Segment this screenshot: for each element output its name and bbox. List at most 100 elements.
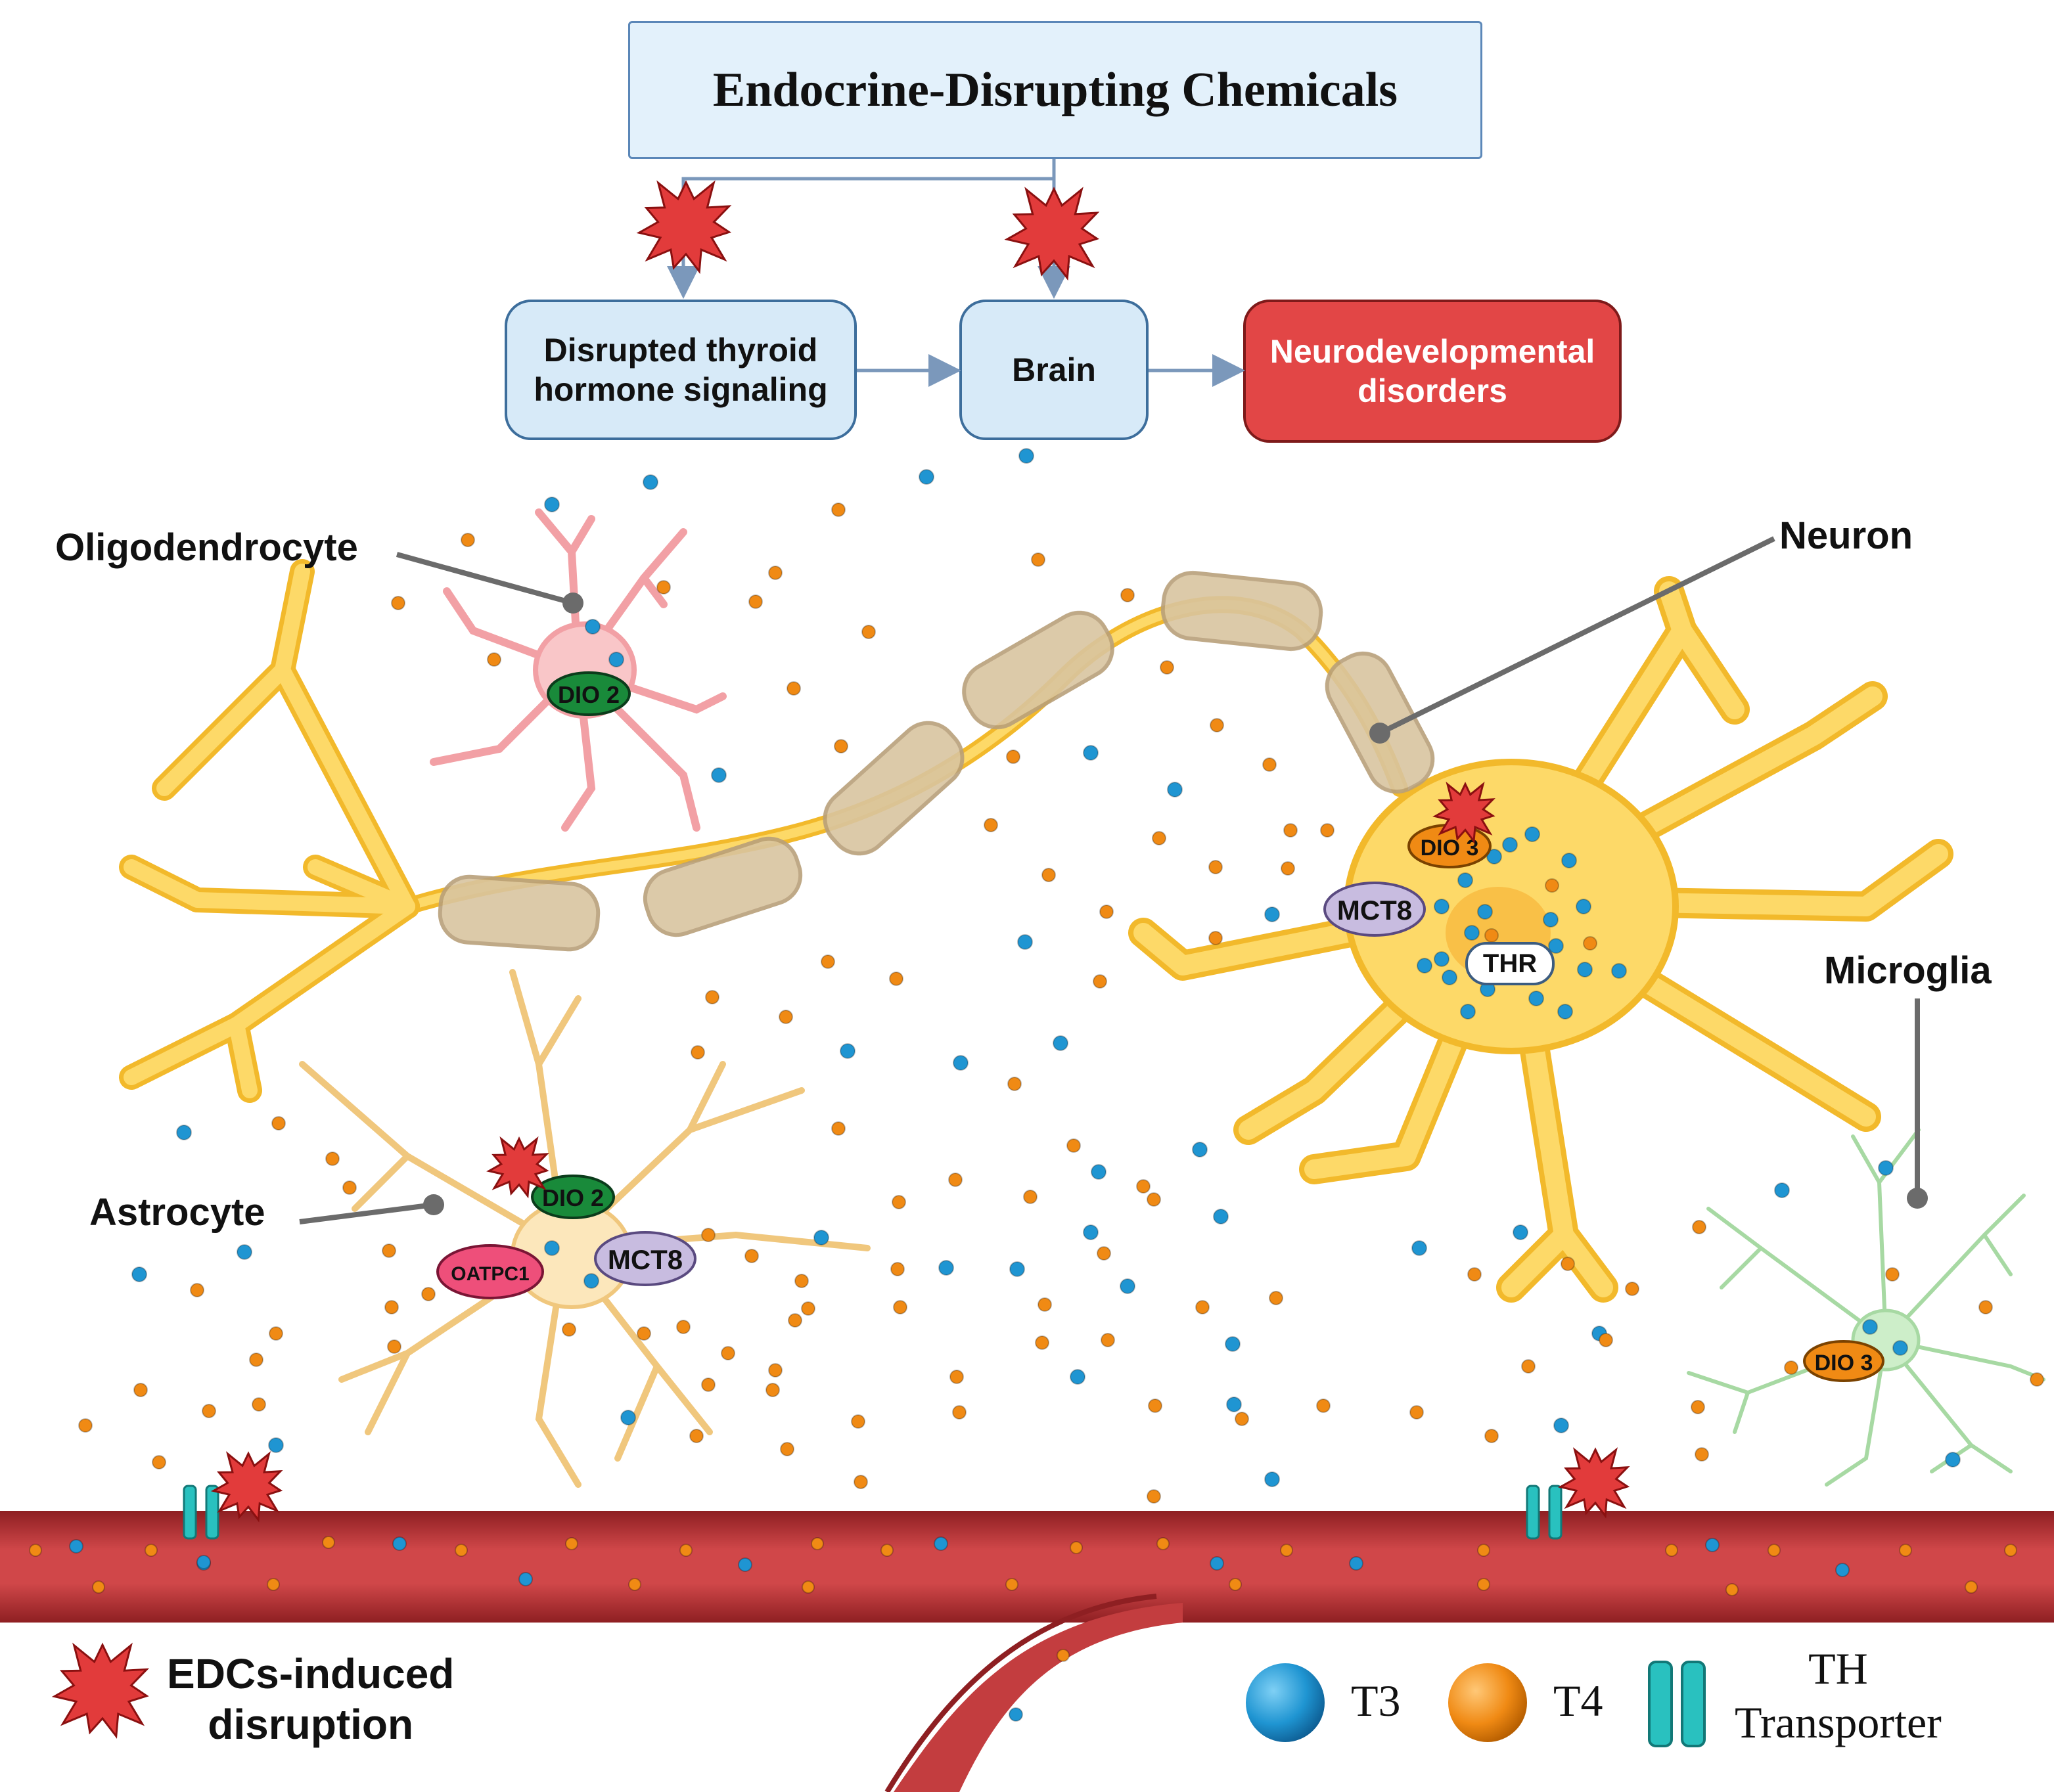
- t4-particle: [1477, 1578, 1490, 1591]
- t4-particle: [1269, 1291, 1283, 1305]
- t4-particle: [679, 1544, 693, 1557]
- label-oligodendrocyte: Oligodendrocyte: [55, 526, 358, 569]
- t4-particle: [267, 1578, 280, 1591]
- edc-star-transporter-left: [210, 1451, 283, 1523]
- label-leader-lines: [299, 536, 1920, 1224]
- label-neuron: Neuron: [1779, 514, 1913, 557]
- legend-transporter-text: TH Transporter: [1735, 1644, 1942, 1747]
- t4-particle: [202, 1404, 216, 1418]
- t4-particle: [705, 990, 719, 1004]
- t4-particle: [768, 1363, 783, 1378]
- leader-dots: [423, 593, 1928, 1215]
- t4-particle: [1210, 718, 1224, 732]
- label-astrocyte: Astrocyte: [89, 1191, 265, 1234]
- t4-particle: [801, 1301, 815, 1316]
- t3-particle: [1553, 1418, 1569, 1433]
- t4-particle: [952, 1405, 967, 1420]
- t4-particle: [562, 1322, 576, 1337]
- badge-mct8-astro-text: MCT8: [608, 1244, 683, 1275]
- t4-particle: [1006, 750, 1020, 764]
- t4-particle: [1120, 588, 1135, 602]
- t4-particle: [1099, 905, 1114, 919]
- t3-particle: [1705, 1538, 1720, 1552]
- t4-particle: [1484, 928, 1499, 943]
- t4-particle: [1229, 1578, 1242, 1591]
- neurodevelopmental-disorders-box: Neurodevelopmental disorders: [1243, 300, 1622, 443]
- t3-particle: [583, 1273, 599, 1289]
- legend-t3-text: T3: [1351, 1676, 1401, 1726]
- thyroid-signaling-box: Disrupted thyroid hormone signaling: [505, 300, 857, 440]
- t4-particle: [1041, 868, 1056, 882]
- t3-particle: [237, 1244, 252, 1260]
- brain-box: Brain: [959, 300, 1149, 440]
- t4-particle: [765, 1383, 780, 1397]
- t4-particle: [1691, 1400, 1705, 1414]
- t4-particle: [382, 1243, 396, 1258]
- t3-particle: [1486, 849, 1502, 864]
- t4-particle: [387, 1339, 401, 1354]
- t4-particle: [1320, 823, 1335, 838]
- t3-particle: [544, 1240, 560, 1256]
- title-box: Endocrine-Disrupting Chemicals: [628, 21, 1482, 159]
- t4-particle: [949, 1370, 964, 1384]
- t4-particle: [1625, 1282, 1639, 1296]
- t4-particle: [487, 652, 501, 667]
- t4-particle: [1136, 1179, 1151, 1194]
- edc-star-brain: [1004, 187, 1100, 281]
- edc-star-transporter-right: [1557, 1447, 1630, 1519]
- t4-particle: [1409, 1405, 1424, 1420]
- edc-star-thyroid: [636, 180, 732, 275]
- t4-particle: [1038, 1297, 1052, 1312]
- t4-particle: [892, 1195, 906, 1209]
- t4-particle: [1978, 1300, 1993, 1314]
- badge-mct8-neuron-text: MCT8: [1337, 895, 1412, 926]
- neurodevelopmental-disorders-label: Neurodevelopmental disorders: [1269, 333, 1595, 409]
- t3-particle: [953, 1055, 969, 1071]
- t4-particle: [565, 1537, 578, 1550]
- t3-particle: [1083, 1224, 1099, 1240]
- t4-particle: [1208, 860, 1223, 874]
- t4-particle: [889, 972, 903, 986]
- t3-particle: [1502, 837, 1518, 853]
- badge-oatpc1-text: OATPC1: [451, 1263, 529, 1285]
- t4-particle: [780, 1442, 794, 1456]
- badge-dio2-astro: DIO 2: [531, 1175, 615, 1219]
- t3-particle: [1862, 1319, 1878, 1335]
- t4-particle: [890, 1262, 905, 1276]
- t3-particle: [1349, 1556, 1363, 1571]
- t3-particle: [1464, 925, 1480, 941]
- t3-particle: [176, 1125, 192, 1140]
- t4-particle: [821, 954, 835, 969]
- edc-star-neuron-dio3: [1432, 781, 1495, 844]
- blood-vessel: [0, 1511, 2054, 1792]
- t4-particle: [637, 1326, 651, 1341]
- badge-mct8-neuron: MCT8: [1323, 882, 1426, 937]
- t3-particle: [1524, 826, 1540, 842]
- t3-particle: [1411, 1240, 1427, 1256]
- t4-particle: [1031, 552, 1045, 567]
- t4-particle: [794, 1274, 809, 1288]
- badge-dio3-micro: DIO 3: [1803, 1340, 1884, 1382]
- t3-particle: [813, 1230, 829, 1245]
- t4-particle: [744, 1249, 759, 1263]
- t4-particle: [252, 1397, 266, 1412]
- t3-particle: [392, 1536, 407, 1551]
- legend-transporter-icon: [1648, 1661, 1706, 1747]
- t4-particle: [1097, 1246, 1111, 1261]
- t4-particle: [787, 681, 801, 696]
- t4-particle: [984, 818, 998, 832]
- badge-dio2-astro-text: DIO 2: [542, 1184, 604, 1211]
- t4-particle: [78, 1418, 93, 1433]
- t4-particle: [421, 1287, 436, 1301]
- t4-particle: [2004, 1544, 2017, 1557]
- t3-particle: [1477, 904, 1493, 920]
- t4-particle: [1965, 1580, 1978, 1594]
- t3-particle: [1070, 1369, 1085, 1385]
- t4-particle: [1477, 1544, 1490, 1557]
- t3-particle: [1434, 951, 1449, 967]
- t4-particle: [1784, 1360, 1798, 1375]
- t4-particle: [1160, 660, 1174, 675]
- t4-particle: [628, 1578, 641, 1591]
- t3-particle: [1457, 872, 1473, 888]
